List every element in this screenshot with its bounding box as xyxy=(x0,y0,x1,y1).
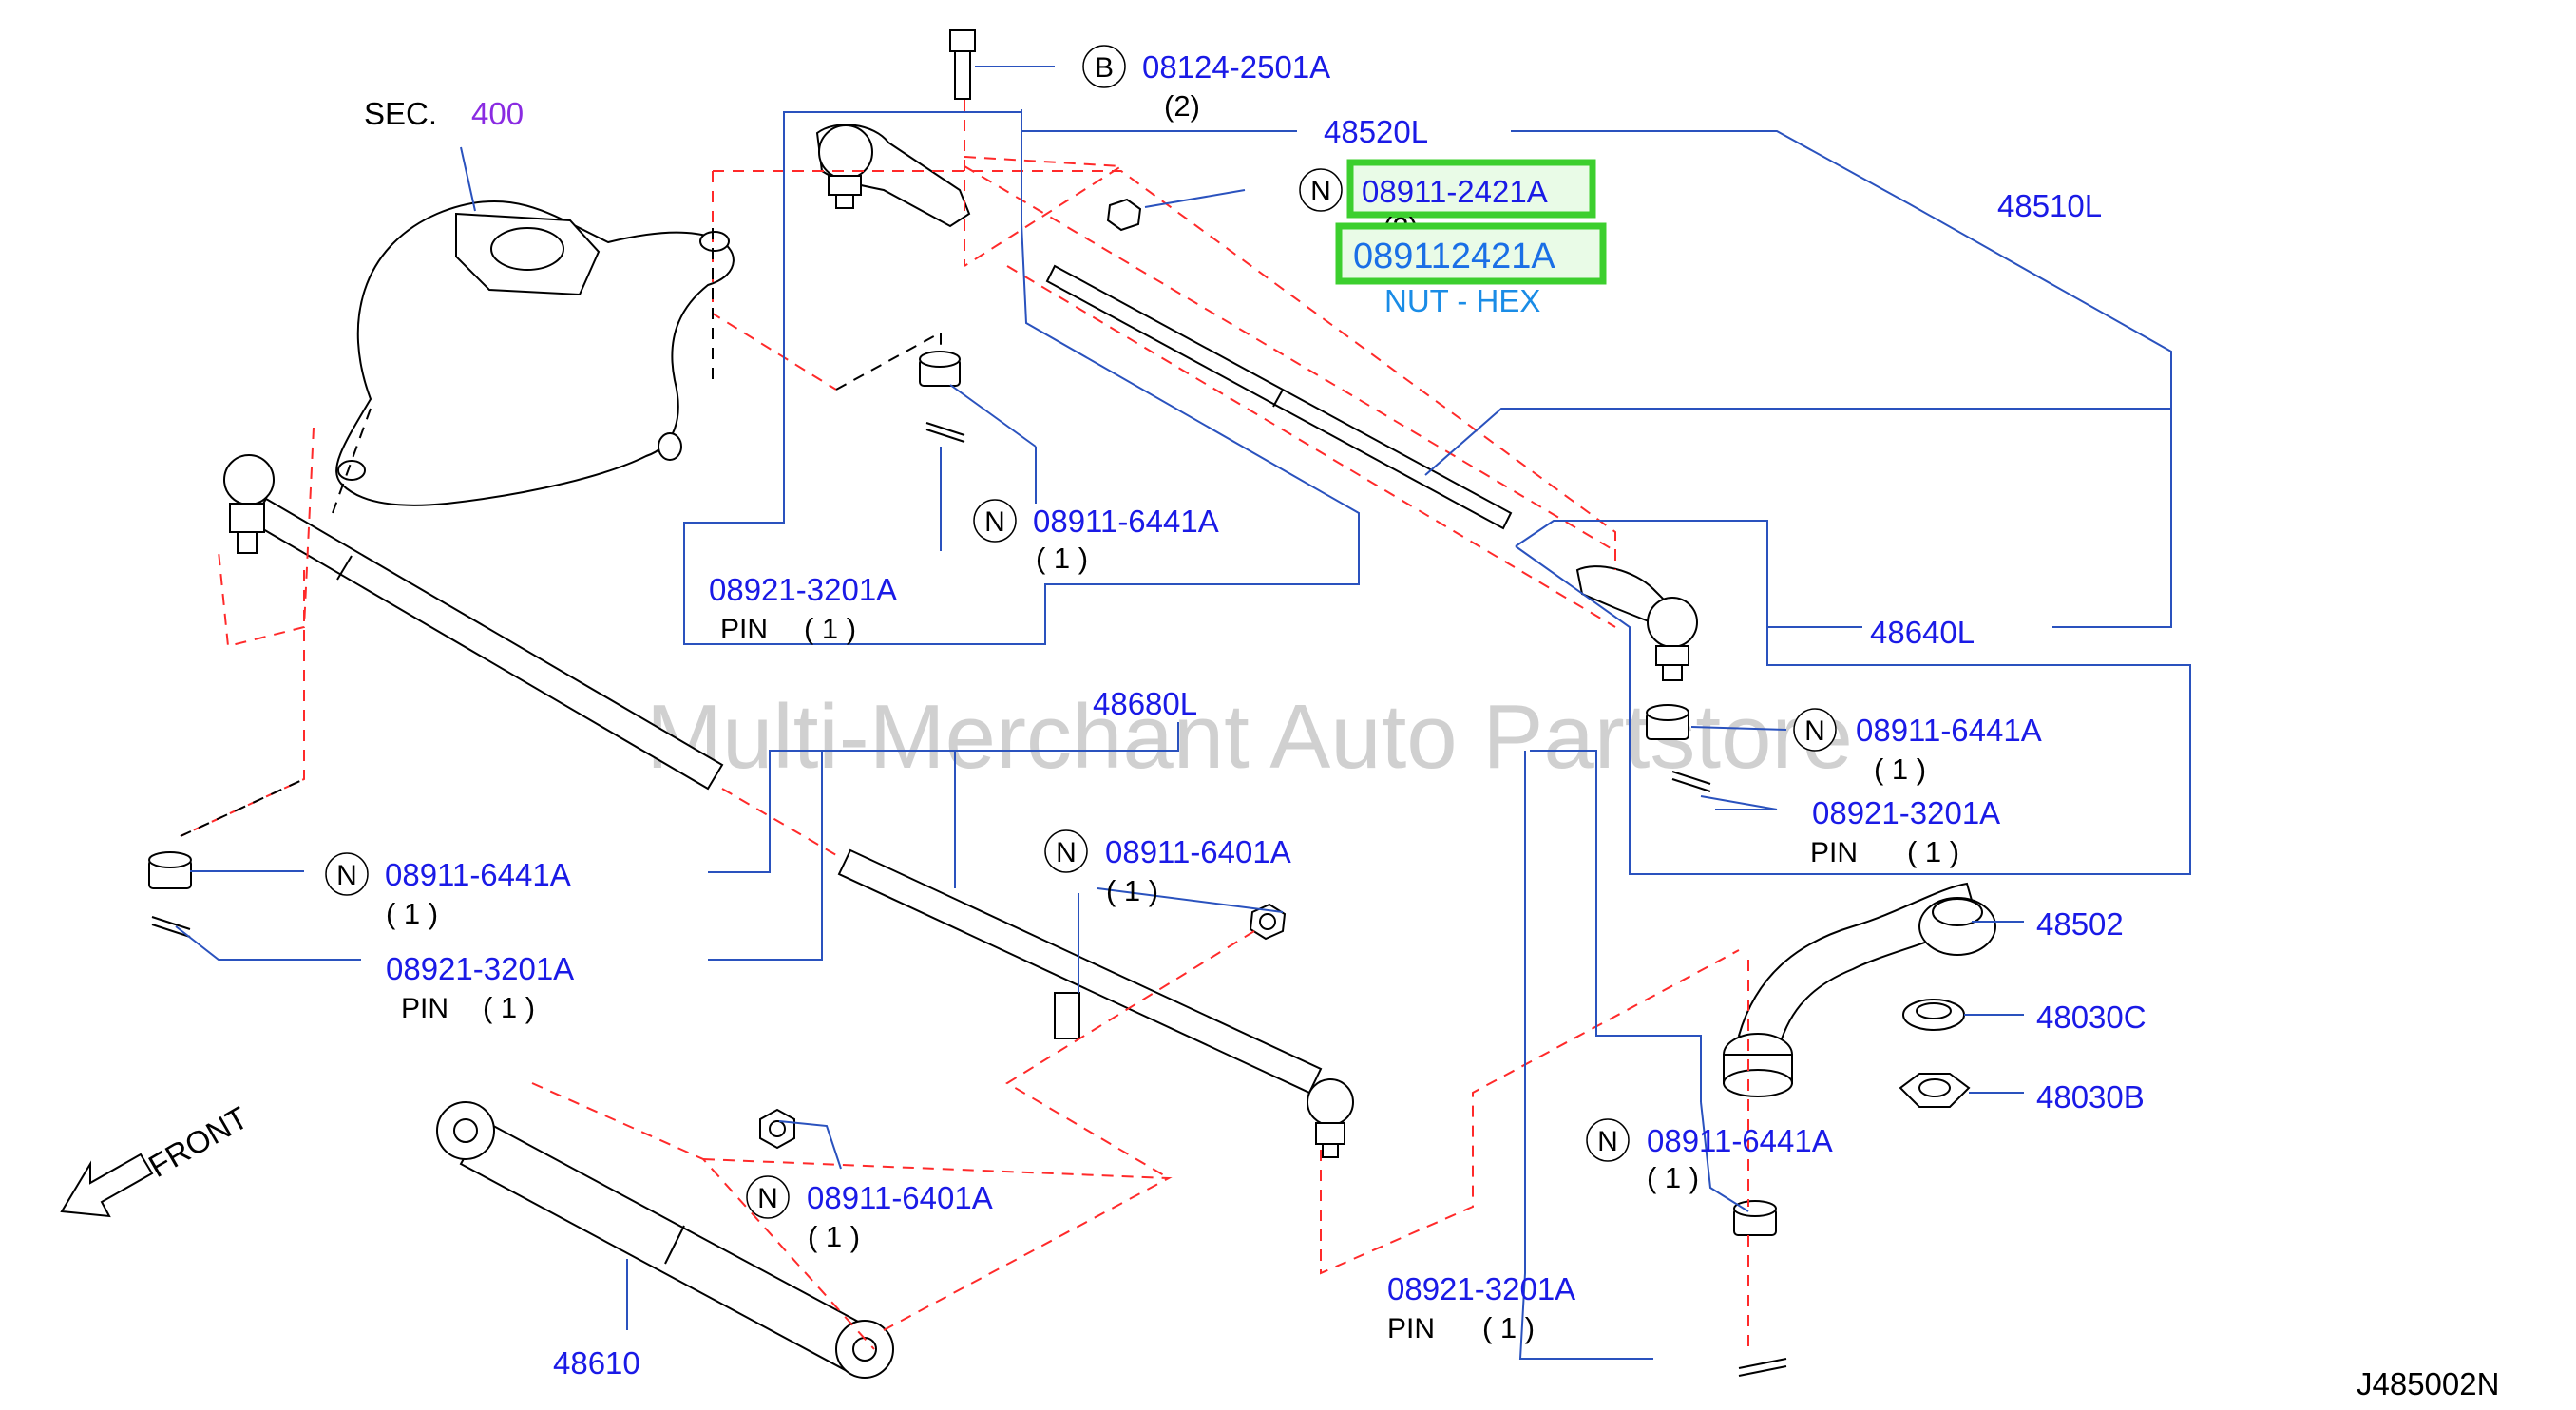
nut-mid-part[interactable]: 08911-6401A xyxy=(1105,834,1291,869)
center-rod-48510L[interactable] xyxy=(1045,264,1513,530)
castle-nut-right-qty: ( 1 ) xyxy=(1874,753,1926,786)
bolt-part-number[interactable]: 08124-2501A xyxy=(1142,49,1330,85)
castle-nut-top-part[interactable]: 08911-6441A xyxy=(1033,504,1219,539)
nut-mid-circle xyxy=(1044,829,1088,873)
pin-left-part[interactable]: 08921-3201A xyxy=(386,951,574,986)
sec-leader xyxy=(460,146,476,212)
tie-rod-end-48520L-label[interactable]: 48520L xyxy=(1324,114,1428,149)
castle-nut-idler-circle-letter: N xyxy=(1597,1126,1618,1157)
idler-arm-48502-label[interactable]: 48502 xyxy=(2036,906,2124,942)
castle-nut-left-qty: ( 1 ) xyxy=(386,897,438,930)
pin-bottom-desc: PIN xyxy=(1387,1313,1435,1344)
hex-nut-part-number[interactable]: 08911-2421A xyxy=(1362,174,1548,209)
pin-top-qty: ( 1 ) xyxy=(804,612,856,645)
hex-nut-circle xyxy=(1299,168,1343,212)
nut-damper-part[interactable]: 08911-6401A xyxy=(807,1180,993,1215)
pin-right-part[interactable]: 08921-3201A xyxy=(1812,795,2000,830)
castle-nut-top-circle-letter: N xyxy=(984,506,1005,538)
cotter-pin-top[interactable] xyxy=(925,422,965,443)
pin-top-part[interactable]: 08921-3201A xyxy=(709,572,897,607)
castle-nut-idler-circle xyxy=(1586,1118,1630,1162)
castle-nut-top-qty: ( 1 ) xyxy=(1036,542,1088,575)
nut-mid-circle-letter: N xyxy=(1056,837,1077,868)
pin-left-qty: ( 1 ) xyxy=(483,991,535,1024)
hex-nut-highlight-2 xyxy=(1335,222,1607,285)
castle-nut-left[interactable] xyxy=(148,851,192,889)
nut-48030B[interactable] xyxy=(1899,1073,1971,1108)
cotter-pin-bottom[interactable] xyxy=(1738,1358,1787,1377)
hex-nut-highlight-1 xyxy=(1346,159,1596,219)
sec-prefix: SEC. xyxy=(364,96,437,131)
hex-nut-description: NUT - HEX xyxy=(1384,283,1540,318)
nut-damper-qty: ( 1 ) xyxy=(808,1220,860,1253)
diagram-code: J485002N xyxy=(2357,1366,2499,1401)
castle-nut-left-circle-letter: N xyxy=(336,860,357,891)
castle-nut-idler-part[interactable]: 08911-6441A xyxy=(1647,1123,1833,1158)
sec-number[interactable]: 400 xyxy=(471,96,524,131)
tie-rod-end-48640L[interactable] xyxy=(1575,565,1698,681)
bolt-circle xyxy=(1082,45,1126,88)
castle-nut-idler[interactable] xyxy=(1733,1200,1777,1236)
pin-bottom-part[interactable]: 08921-3201A xyxy=(1387,1271,1575,1306)
drag-link-48680L[interactable] xyxy=(837,848,1354,1158)
tie-rod-assy-48510L-label[interactable]: 48510L xyxy=(1997,188,2102,223)
castle-nut-idler-qty: ( 1 ) xyxy=(1647,1161,1699,1194)
tie-rod-end-48520L[interactable] xyxy=(815,124,971,228)
hex-nut-alt-part[interactable]: 089112421A xyxy=(1353,237,1555,276)
cotter-pin-left[interactable] xyxy=(151,916,191,938)
castle-nut-right-part[interactable]: 08911-6441A xyxy=(1856,713,2042,748)
pin-top-desc: PIN xyxy=(720,614,768,645)
leader-lines xyxy=(175,66,2191,1360)
castle-nut-right-circle-letter: N xyxy=(1804,715,1825,747)
castle-nut-top[interactable] xyxy=(919,351,961,387)
washer-48030C-label[interactable]: 48030C xyxy=(2036,1000,2147,1035)
nut-damper-6401[interactable] xyxy=(759,1108,795,1150)
nut-48030B-label[interactable]: 48030B xyxy=(2036,1079,2145,1115)
front-label: FRONT xyxy=(143,1099,254,1184)
nut-mid-6401[interactable] xyxy=(1249,903,1287,941)
idler-arm-48502[interactable] xyxy=(1723,882,1996,1097)
castle-nut-left-part[interactable]: 08911-6441A xyxy=(385,857,571,892)
steering-damper-48610[interactable] xyxy=(436,1101,894,1379)
nut-damper-circle-letter: N xyxy=(757,1183,778,1214)
hex-nut[interactable] xyxy=(1106,198,1142,232)
bolt-circle-letter: B xyxy=(1095,52,1114,84)
tie-rod-end-48640L-label[interactable]: 48640L xyxy=(1870,615,1975,650)
washer-48030C[interactable] xyxy=(1902,999,1965,1031)
bolt-08124[interactable] xyxy=(949,29,976,100)
pin-right-qty: ( 1 ) xyxy=(1907,835,1959,868)
pin-left-desc: PIN xyxy=(401,993,448,1024)
bolt-qty: (2) xyxy=(1164,89,1200,123)
pin-bottom-qty: ( 1 ) xyxy=(1482,1311,1535,1344)
nut-damper-circle xyxy=(746,1175,790,1219)
steering-gear-housing[interactable] xyxy=(335,200,735,506)
front-arrow xyxy=(60,1153,154,1218)
castle-nut-top-circle xyxy=(973,499,1017,543)
nut-mid-qty: ( 1 ) xyxy=(1106,874,1158,907)
pin-right-desc: PIN xyxy=(1810,837,1858,868)
castle-nut-right[interactable] xyxy=(1646,704,1689,740)
hidden-dashes xyxy=(180,228,942,837)
left-tie-rod[interactable] xyxy=(223,454,724,791)
hex-nut-circle-letter: N xyxy=(1310,176,1331,207)
drag-link-48680L-label[interactable]: 48680L xyxy=(1093,686,1197,721)
damper-48610-label[interactable]: 48610 xyxy=(553,1345,640,1381)
cotter-pin-right[interactable] xyxy=(1671,771,1711,792)
castle-nut-left-circle xyxy=(325,852,369,896)
castle-nut-right-circle xyxy=(1793,708,1837,752)
